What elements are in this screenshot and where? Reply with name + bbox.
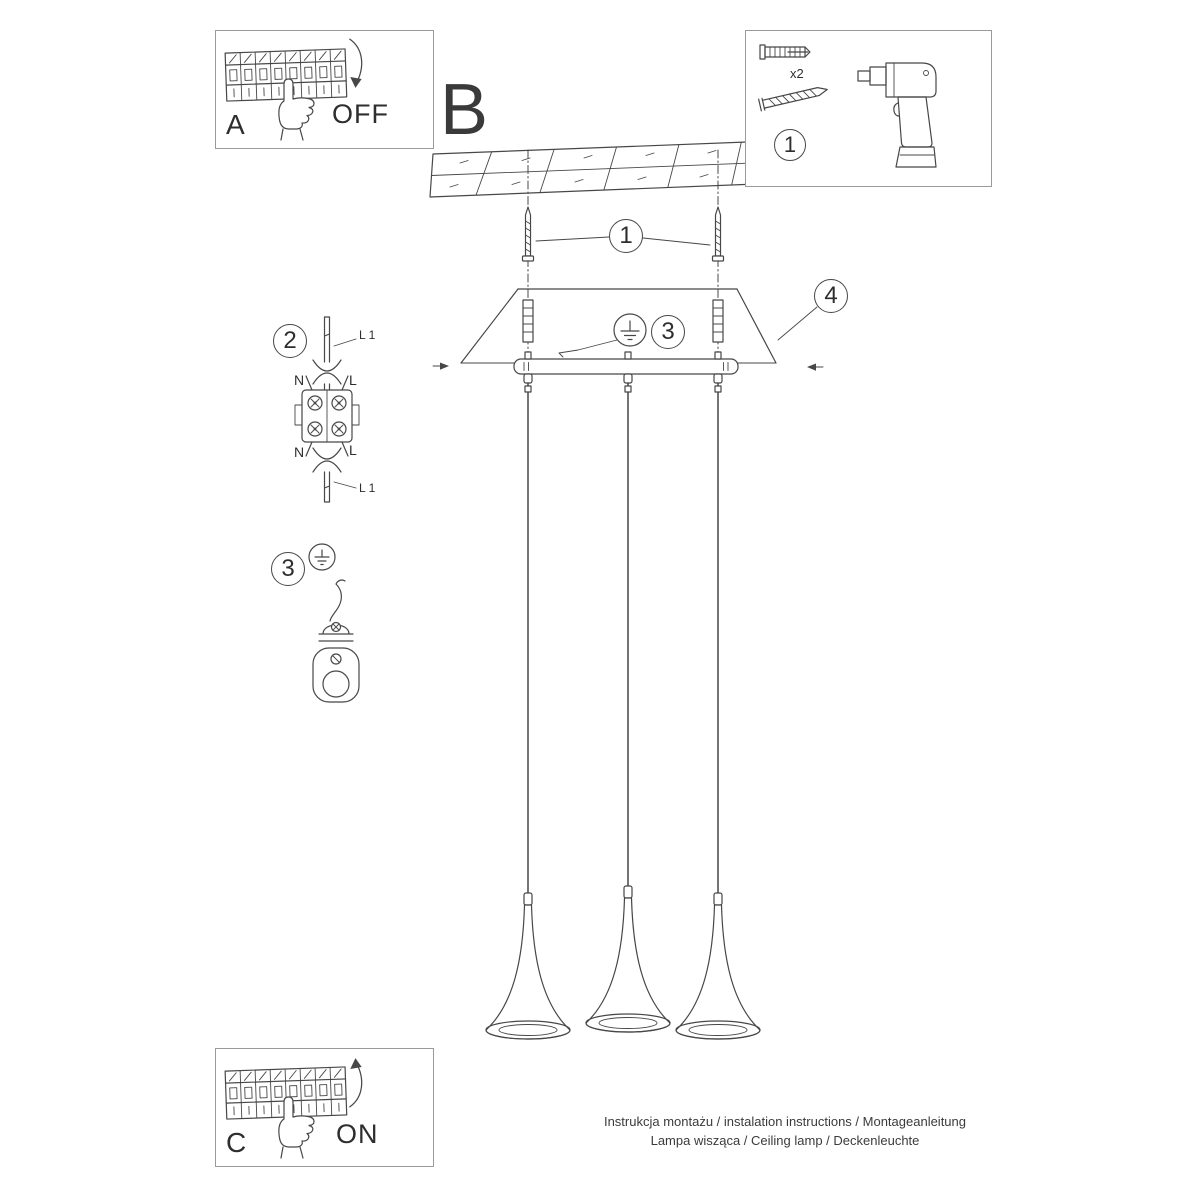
switch-on-label: ON [336, 1119, 379, 1149]
wall-anchor-icon [522, 299, 534, 343]
callout-clamp-3: 3 [271, 552, 305, 586]
pendant-cone-icon [675, 892, 761, 1040]
anchor-screw-icon [711, 206, 725, 262]
cable-joint [714, 385, 722, 393]
dowel-quantity-label: x2 [790, 66, 804, 81]
terminal-screw-icon [307, 395, 323, 411]
label-live-bottom: L [349, 442, 357, 458]
footer-text: Instrukcja montażu / instalation instruc… [500, 1112, 1070, 1150]
rotate-up-arrow-icon [349, 1057, 363, 1108]
leader-line [642, 237, 711, 246]
footer-line-1: Instrukcja montażu / instalation instruc… [603, 1114, 967, 1129]
label-live-top: L [349, 372, 357, 388]
cable-joint [524, 385, 532, 393]
label-neutral-bottom: N [294, 444, 305, 460]
pendant-cone-icon [485, 892, 571, 1040]
label-neutral-top: N [294, 372, 305, 388]
step-c-box: ON C [215, 1048, 434, 1167]
tools-drawing [758, 44, 937, 168]
mounting-bar-icon [432, 351, 824, 384]
footer-line-2: Lampa wisząca / Ceiling lamp / Deckenleu… [650, 1133, 920, 1148]
label-l1-bottom: L 1 [359, 481, 376, 495]
terminal-screw-icon [331, 421, 347, 437]
label-l1-top: L 1 [359, 328, 376, 342]
cable-grip-icon [312, 359, 342, 385]
callout-canopy-4: 4 [814, 279, 848, 313]
anchor-screw-icon [521, 206, 535, 262]
terminal-screw-icon [331, 395, 347, 411]
screw-icon [758, 87, 828, 112]
tools-box: x2 1 [745, 30, 992, 187]
callout-ground-3: 3 [651, 315, 685, 349]
terminal-screw-icon [307, 421, 323, 437]
step-a-label: A [226, 109, 245, 140]
terminal-block-icon [294, 316, 360, 503]
step-a-box: OFF A [215, 30, 434, 149]
switch-off-label: OFF [332, 99, 389, 129]
cable-joint [624, 385, 632, 393]
wall-plug-icon [759, 44, 811, 60]
tools-callout-1: 1 [774, 129, 806, 161]
pendant-cone-icon [585, 885, 671, 1033]
leader-line [777, 306, 818, 341]
callout-screws-1: 1 [609, 219, 643, 253]
earth-wire [558, 339, 618, 358]
earth-ground-icon [308, 543, 336, 571]
rotate-down-arrow-icon [349, 38, 363, 89]
step-b-label: B [440, 70, 489, 150]
ground-clamp-icon [308, 543, 360, 703]
wall-anchor-icon [712, 299, 724, 343]
earth-ground-icon [613, 313, 647, 347]
cable-grip-icon [312, 447, 342, 473]
callout-wiring-2: 2 [273, 324, 307, 358]
leader-line [535, 236, 610, 242]
drill-icon [857, 62, 937, 168]
step-c-label: C [226, 1127, 247, 1158]
